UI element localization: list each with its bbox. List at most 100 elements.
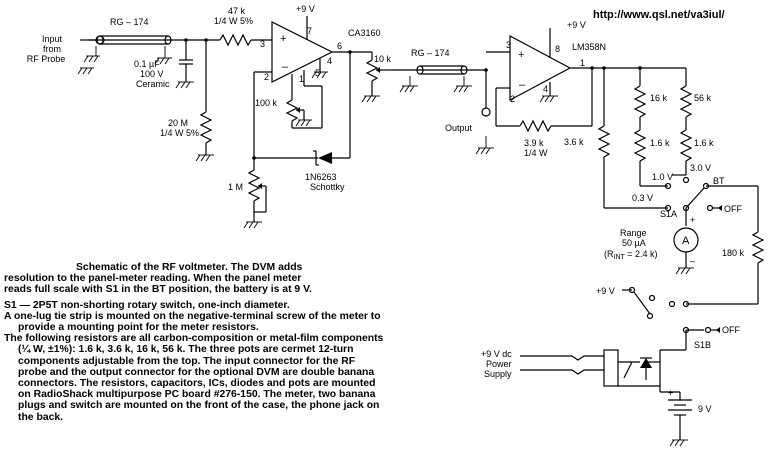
output-connector: Output [445,68,494,155]
svg-text:+: + [690,215,695,225]
capacitor-0.1uF: 0.1 µF 100 V Ceramic [134,38,194,89]
diode-1n6263: 1N6263 Schottky [305,150,345,192]
svg-text:OFF: OFF [722,325,740,335]
svg-text:RF Probe: RF Probe [27,54,66,64]
svg-text:from: from [43,44,61,54]
s1-note: S1 — 2P5T non-shorting rotary switch, on… [4,299,290,311]
svg-text:1/4 W 5%: 1/4 W 5% [160,128,199,138]
switch-s1b[interactable]: +9 V OFF S1B [596,286,740,362]
resistor-note-7: plugs and switch are mounted on the fron… [18,400,380,412]
svg-text:+: + [518,49,524,61]
svg-text:1/4 W: 1/4 W [524,148,548,158]
resistor-note-1: The following resistors are all carbon-c… [4,333,384,345]
svg-text:1N6263: 1N6263 [305,172,337,182]
svg-text:0.3 V: 0.3 V [632,193,653,203]
svg-text:100 V: 100 V [140,69,164,79]
svg-text:–: – [690,256,695,266]
svg-text:Schottky: Schottky [310,182,345,192]
svg-text:Supply: Supply [484,369,512,379]
svg-text:20 M: 20 M [168,118,188,128]
resistor-3.6k: 3.6 k [564,68,668,209]
svg-text:5: 5 [315,68,320,78]
svg-text:OFF: OFF [724,204,742,214]
resistor-note-8: the back. [18,411,64,423]
svg-text:10 k: 10 k [374,54,392,64]
caption-line-1: Schematic of the RF voltmeter. The DVM a… [76,262,303,273]
svg-text:47 k: 47 k [228,6,246,16]
svg-text:Input: Input [42,34,63,44]
coax-rg174-input: RG – 174 [88,17,220,65]
svg-text:3: 3 [260,39,265,49]
svg-text:A: A [682,235,690,247]
svg-text:Output: Output [445,123,473,133]
svg-text:9 V: 9 V [698,404,712,414]
potentiometer-1M: 1 M [228,158,267,229]
svg-text:S1A: S1A [660,209,677,219]
coax-rg174-output: RG – 174 [390,48,486,93]
resistor-note-5: connectors. The resistors, capacitors, I… [18,378,376,390]
resistor-note-2: (¼ W, ±1%): 1.6 k, 3.6 k, 16 k, 56 k. Th… [18,344,354,356]
input-connector [77,35,105,75]
potentiometer-10k: 10 k [361,52,392,103]
resistor-note-4: probe and the output connector for the o… [18,366,375,378]
resistor-16k-1.6k: 16 k 1.6 k [633,68,670,187]
svg-text:4: 4 [327,56,332,66]
notes-text: Schematic of the RF voltmeter. The DVM a… [4,262,464,423]
svg-text:3.6 k: 3.6 k [564,137,584,147]
svg-text:CA3160: CA3160 [348,28,381,38]
caption-line-3: reads full scale with S1 in the BT posit… [4,284,312,296]
source-url[interactable]: http://www.qsl.net/va3iul/ [593,9,725,21]
svg-text:+9 V: +9 V [296,4,315,14]
svg-text:6: 6 [337,41,342,51]
svg-text:+9 V dc: +9 V dc [481,349,512,359]
panel-meter: A + – Range 50 µA (RINT = 2.4 k) [604,215,699,275]
switch-s1a[interactable]: 3.0 V 1.0 V BT 0.3 V S1A OFF [632,163,758,226]
svg-text:+9 V: +9 V [596,286,615,296]
svg-text:3.9 k: 3.9 k [524,138,544,148]
svg-text:7: 7 [307,26,312,36]
svg-text:Range: Range [620,228,647,238]
svg-text:180 k: 180 k [722,248,745,258]
svg-text:1 M: 1 M [228,182,243,192]
svg-text:RG – 174: RG – 174 [411,48,450,58]
svg-text:Ceramic: Ceramic [136,79,170,89]
battery-9v: + 9 V [659,362,712,447]
svg-text:100 k: 100 k [255,98,278,108]
svg-text:1.0 V: 1.0 V [652,172,673,182]
svg-text:1/4 W 5%: 1/4 W 5% [214,16,253,26]
svg-text:50 µA: 50 µA [622,238,646,248]
resistor-20M: 20 M 1/4 W 5% [160,38,214,162]
svg-text:16 k: 16 k [650,93,668,103]
svg-text:0.1 µF: 0.1 µF [134,59,160,69]
svg-text:1: 1 [299,74,304,84]
svg-text:RG – 174: RG – 174 [110,17,149,27]
input-label: Input from RF Probe [27,34,66,64]
potentiometer-100k: 100 k [255,92,322,129]
svg-text:1.6 k: 1.6 k [650,138,670,148]
svg-text:–: – [519,79,526,91]
svg-text:Power: Power [486,359,512,369]
svg-text:3.0 V: 3.0 V [690,163,711,173]
svg-text:1.6 k: 1.6 k [694,138,714,148]
power-jack: +9 V dc Power Supply [481,349,660,387]
svg-text:(RINT = 2.4 k): (RINT = 2.4 k) [604,249,658,261]
svg-text:3: 3 [506,40,511,50]
resistor-56k-1.6k: 56 k 1.6 k [672,68,714,176]
svg-text:+: + [280,33,286,45]
feedback-network [252,50,372,160]
svg-text:–: – [282,61,289,73]
opamp-lm358n: + – 3 2 8 1 4 +9 V LM358N 3.9 k 1/4 W [486,20,686,158]
caption-line-2: resolution to the panel-meter reading. W… [4,273,302,285]
svg-text:2: 2 [264,72,269,82]
svg-text:2: 2 [510,94,515,104]
resistor-180k: 180 k [686,186,765,305]
resistor-note-6: on RadioShack multipurpose PC board #276… [18,389,376,401]
svg-text:+9 V: +9 V [567,20,586,30]
svg-text:8: 8 [555,44,560,54]
resistor-47k: 47 k 1/4 W 5% [214,6,272,47]
lug-note-2: provide a mounting point for the meter r… [18,322,259,334]
svg-text:LM358N: LM358N [572,42,606,52]
resistor-note-3: components adjustable from the top. The … [18,355,356,367]
svg-text:S1B: S1B [694,340,711,350]
